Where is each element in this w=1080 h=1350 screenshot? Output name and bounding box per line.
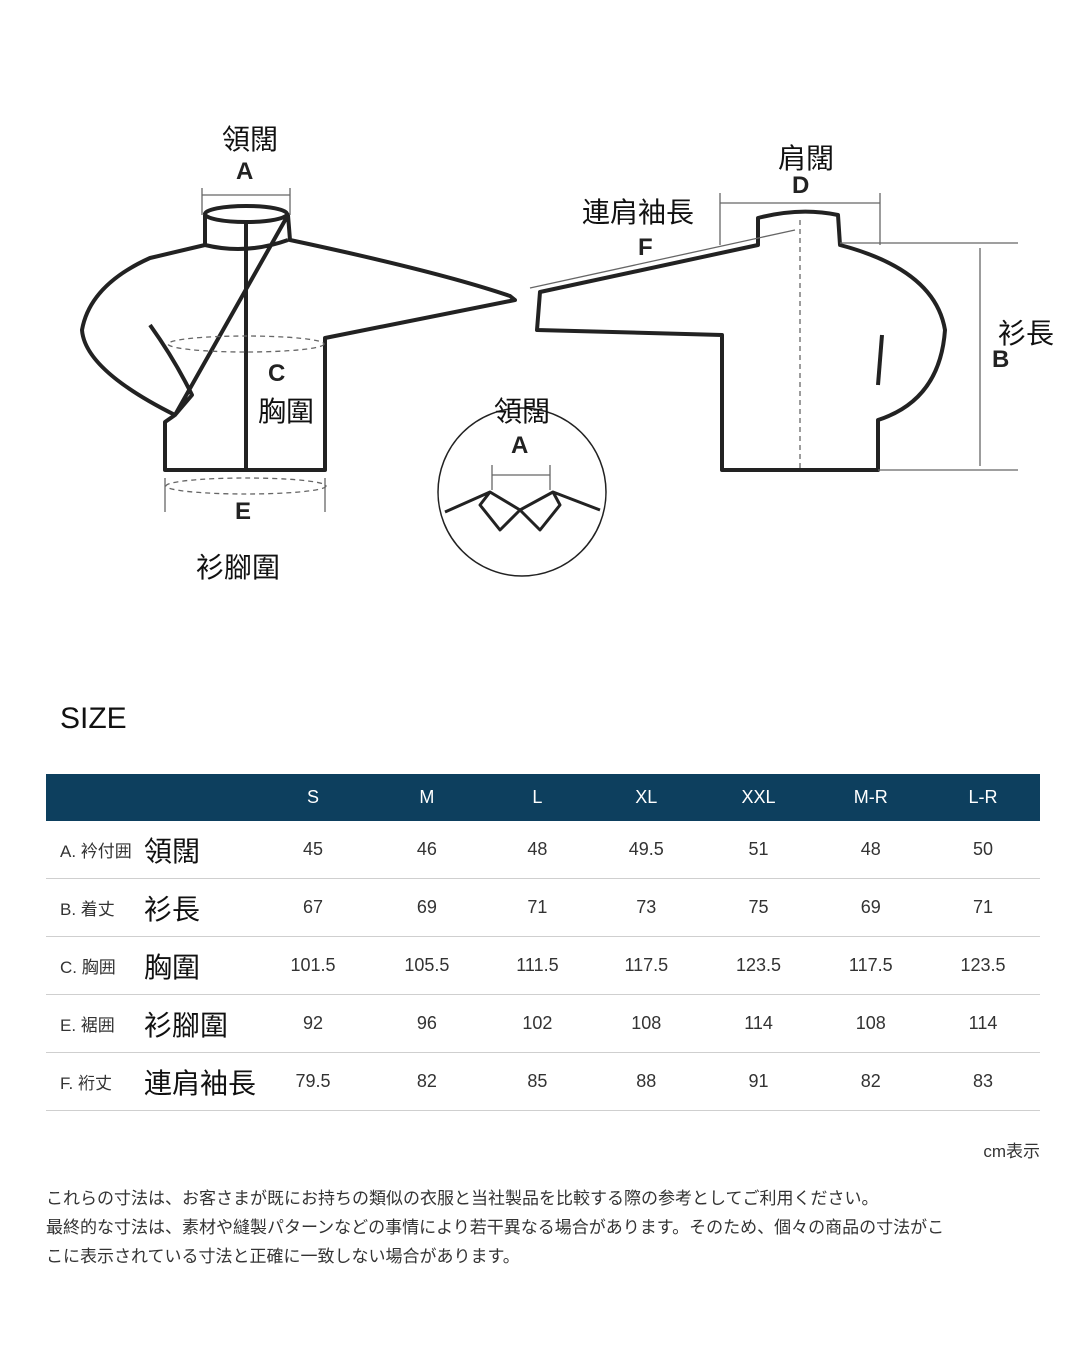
table-cell: 123.5 xyxy=(701,936,816,995)
hem-label: 衫腳圍 xyxy=(196,551,281,584)
table-cell: 108 xyxy=(815,994,927,1053)
table-cell: 88 xyxy=(591,1052,702,1111)
row-label: A. 衿付囲 xyxy=(46,821,144,879)
table-cell: 114 xyxy=(926,994,1040,1053)
front-neck-letter: A xyxy=(236,158,254,185)
header-m: M xyxy=(419,787,435,807)
table-cell: 75 xyxy=(701,878,816,937)
note-line-3: こに表示されている寸法と正確に一致しない場合があります。 xyxy=(46,1247,520,1266)
row-label: E. 裾囲 xyxy=(46,994,144,1053)
header-l-r: L-R xyxy=(968,787,998,807)
row-chinese-label: 連肩袖長 xyxy=(144,1052,257,1111)
length-label: 衫長 xyxy=(998,317,1055,350)
table-cell: 82 xyxy=(815,1052,927,1111)
note-line-1: これらの寸法は、お客さまが既にお持ちの類似の衣服と当社製品を比較する際の参考とし… xyxy=(46,1189,879,1208)
table-header-row: S M L XL XXL M-R L-R xyxy=(46,774,1040,821)
shoulder-letter: D xyxy=(792,172,810,199)
row-chinese-label: 衫長 xyxy=(144,878,257,937)
sleeve-letter: F xyxy=(638,234,653,261)
table-cell: 101.5 xyxy=(256,936,370,995)
table-cell: 79.5 xyxy=(256,1052,370,1111)
table-cell: 67 xyxy=(256,878,370,937)
table-cell: 51 xyxy=(701,821,816,879)
chest-letter: C xyxy=(268,360,286,387)
inset-neck-label: 領闊 xyxy=(494,395,551,428)
table-cell: 83 xyxy=(926,1052,1040,1111)
header-xxl: XXL xyxy=(741,787,776,807)
row-chinese-label: 衫腳圍 xyxy=(144,994,257,1053)
table-cell: 85 xyxy=(483,1052,592,1111)
header-blank xyxy=(46,774,256,821)
row-label: C. 胸囲 xyxy=(46,936,144,995)
unit-label: cm表示 xyxy=(983,1142,1040,1161)
hem-letter: E xyxy=(235,498,252,525)
row-chinese-label: 領闊 xyxy=(144,821,257,879)
table-cell: 114 xyxy=(701,994,816,1053)
table-cell: 50 xyxy=(926,821,1040,879)
header-s: S xyxy=(306,787,319,807)
table-cell: 96 xyxy=(369,994,484,1053)
table-cell: 105.5 xyxy=(369,936,484,995)
table-cell: 82 xyxy=(369,1052,484,1111)
chest-label: 胸圍 xyxy=(258,395,315,428)
row-label: F. 裄丈 xyxy=(46,1052,144,1111)
table-cell: 117.5 xyxy=(591,936,702,995)
front-neck-label: 領闊 xyxy=(222,123,279,156)
row-chinese-label: 胸圍 xyxy=(144,936,257,995)
sleeve-label: 連肩袖長 xyxy=(582,196,695,229)
table-cell: 69 xyxy=(369,878,484,937)
table-cell: 91 xyxy=(701,1052,816,1111)
shoulder-label: 肩闊 xyxy=(778,142,835,175)
table-cell: 73 xyxy=(591,878,702,937)
table-cell: 48 xyxy=(483,821,592,879)
jacket-diagram xyxy=(80,188,1018,577)
row-label: B. 着丈 xyxy=(46,878,144,937)
table-cell: 117.5 xyxy=(815,936,927,995)
table-cell: 102 xyxy=(483,994,592,1053)
header-l: L xyxy=(532,787,543,807)
length-letter: B xyxy=(992,346,1010,373)
table-cell: 71 xyxy=(926,878,1040,937)
table-cell: 45 xyxy=(256,821,370,879)
front-jacket-outline xyxy=(80,213,517,472)
table-cell: 108 xyxy=(591,994,702,1053)
note-line-2: 最終的な寸法は、素材や縫製パターンなどの事情により若干異なる場合があります。その… xyxy=(46,1218,945,1237)
table-cell: 69 xyxy=(815,878,927,937)
table-cell: 46 xyxy=(369,821,484,879)
header-m-r: M-R xyxy=(853,787,888,807)
inset-neck-letter: A xyxy=(511,432,529,459)
table-cell: 123.5 xyxy=(926,936,1040,995)
size-title: SIZE xyxy=(60,702,127,735)
table-cell: 92 xyxy=(256,994,370,1053)
table-cell: 71 xyxy=(483,878,592,937)
back-jacket-outline xyxy=(535,209,947,472)
table-cell: 111.5 xyxy=(483,936,592,995)
table-cell: 49.5 xyxy=(591,821,702,879)
header-xl: XL xyxy=(635,787,658,807)
table-cell: 48 xyxy=(815,821,927,879)
